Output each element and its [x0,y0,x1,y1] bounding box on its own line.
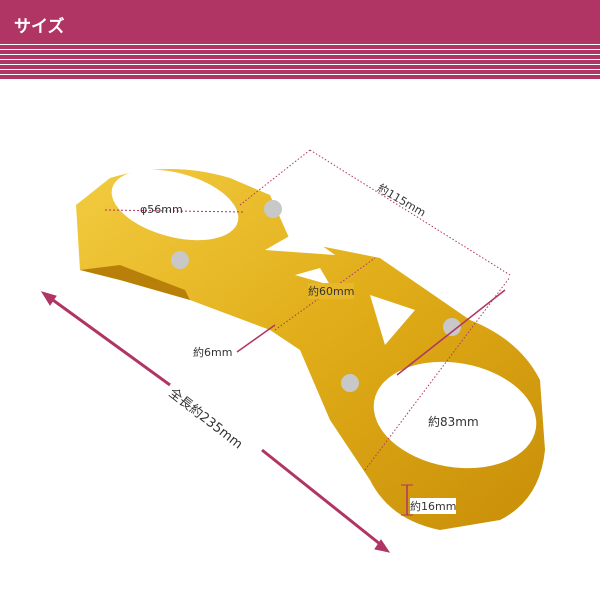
label-bore-small: φ56mm [140,203,183,216]
header-stripes [0,44,600,80]
bolt-icon [264,200,282,218]
bolt-icon [443,318,461,336]
header-bar: サイズ [0,0,600,44]
label-height: 約16mm [410,498,457,514]
bracket [76,169,545,530]
bolt-icon [341,374,359,392]
bolt-icon [171,251,189,269]
label-width-mid: 約60mm [308,283,355,299]
label-thickness: 約6mm [193,346,233,359]
dimension-lines [40,149,511,553]
header-title: サイズ [14,17,65,37]
label-bore-large: 約83mm [428,415,479,429]
